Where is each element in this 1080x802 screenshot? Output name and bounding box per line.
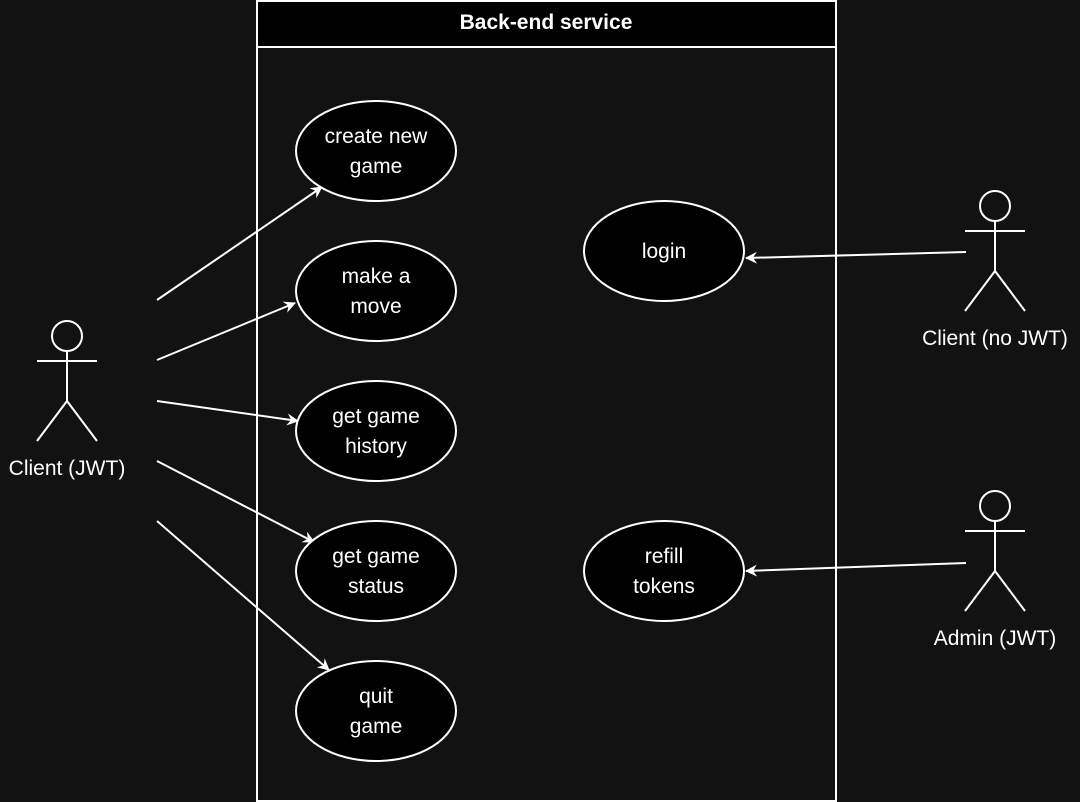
actor-right-leg bbox=[994, 270, 1026, 312]
use-case-label: game bbox=[350, 155, 403, 178]
actors: Client (JWT) Client (no JWT) Admin (JWT) bbox=[9, 190, 1068, 650]
associations bbox=[156, 186, 967, 671]
use-case-ellipse bbox=[295, 660, 457, 762]
use-case-ellipse bbox=[295, 380, 457, 482]
actor-label: Client (no JWT) bbox=[922, 327, 1068, 350]
actor-head bbox=[51, 320, 83, 352]
use-case-label: make a bbox=[342, 265, 411, 288]
association-client-jwt-to-quit bbox=[156, 520, 330, 671]
use-case-login: login bbox=[583, 200, 745, 302]
system-title: Back-end service bbox=[460, 11, 633, 34]
use-case-label: history bbox=[345, 435, 407, 458]
use-case-ellipse bbox=[583, 200, 745, 302]
actor-left-leg bbox=[964, 270, 996, 312]
association-client-jwt-to-status bbox=[156, 460, 315, 543]
actor-right-leg bbox=[994, 570, 1026, 612]
use-case-label: login bbox=[642, 240, 686, 263]
use-case-history: get game history bbox=[295, 380, 457, 482]
use-case-create: create new game bbox=[295, 100, 457, 202]
association-client-jwt-to-history bbox=[156, 400, 299, 426]
use-case-ellipse bbox=[583, 520, 745, 622]
actor-label: Admin (JWT) bbox=[934, 627, 1057, 650]
actor-head bbox=[979, 490, 1011, 522]
actor-right-leg bbox=[66, 400, 98, 442]
association-client-jwt-to-create bbox=[156, 186, 323, 301]
actor-left-leg bbox=[964, 570, 996, 612]
actor-client-jwt: Client (JWT) bbox=[9, 320, 126, 480]
use-case-label: create new bbox=[325, 125, 429, 148]
use-case-label: quit bbox=[359, 685, 393, 708]
system-header bbox=[256, 0, 837, 48]
use-case-quit: quit game bbox=[295, 660, 457, 762]
use-case-label: game bbox=[350, 715, 403, 738]
association-admin-jwt-to-refill bbox=[745, 562, 967, 577]
actor-label: Client (JWT) bbox=[9, 457, 126, 480]
use-case-ellipse bbox=[295, 240, 457, 342]
use-case-label: get game bbox=[332, 405, 420, 428]
use-case-label: tokens bbox=[633, 575, 695, 598]
use-case-label: move bbox=[350, 295, 401, 318]
use-case-ellipse bbox=[295, 520, 457, 622]
use-case-label: status bbox=[348, 575, 404, 598]
actor-admin-jwt: Admin (JWT) bbox=[934, 490, 1057, 650]
actor-left-leg bbox=[36, 400, 68, 442]
use-case-move: make a move bbox=[295, 240, 457, 342]
use-case-label: refill bbox=[645, 545, 684, 568]
use-case-status: get game status bbox=[295, 520, 457, 622]
use-case-ellipse bbox=[295, 100, 457, 202]
actor-client-nojwt: Client (no JWT) bbox=[922, 190, 1068, 350]
association-client-nojwt-to-login bbox=[745, 251, 967, 264]
use-case-refill: refill tokens bbox=[583, 520, 745, 622]
association-client-jwt-to-move bbox=[156, 301, 296, 361]
use-case-label: get game bbox=[332, 545, 420, 568]
actor-head bbox=[979, 190, 1011, 222]
